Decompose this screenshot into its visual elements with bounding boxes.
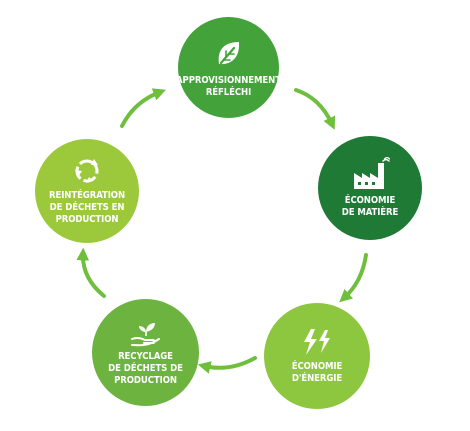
step-recyclage: RECYCLAGE DE DÉCHETS DE PRODUCTION: [92, 299, 199, 406]
step-label: REINTÉGRATION DE DÉCHETS EN PRODUCTION: [48, 190, 126, 225]
arrow-recycl-to-reint: [76, 247, 106, 298]
step-label: ÉCONOMIE D'ÉNERGIE: [291, 361, 343, 384]
arrow-appro-to-matiere: [294, 88, 336, 130]
step-approvisionnement: APPROVISIONNEMENT RÉFLÉCHI: [176, 17, 281, 118]
arrow-reint-to-appro: [120, 88, 166, 128]
recycle-icon: [75, 159, 99, 183]
step-label: APPROVISIONNEMENT RÉFLÉCHI: [176, 74, 281, 98]
hand-plant-icon: [130, 322, 160, 346]
step-label: ÉCONOMIE DE MATIÈRE: [341, 195, 399, 218]
step-economie-energie: ÉCONOMIE D'ÉNERGIE: [264, 303, 370, 409]
step-economie-matiere: ÉCONOMIE DE MATIÈRE: [318, 136, 422, 240]
lightning-icon: [304, 329, 330, 355]
arrow-matiere-to-energie: [339, 253, 368, 303]
leaf-icon: [218, 41, 239, 64]
arrow-energie-to-recycl: [197, 356, 257, 374]
step-label: RECYCLAGE DE DÉCHETS DE PRODUCTION: [108, 350, 183, 386]
factory-icon: [354, 157, 390, 189]
step-reintegration: REINTÉGRATION DE DÉCHETS EN PRODUCTION: [35, 139, 139, 243]
